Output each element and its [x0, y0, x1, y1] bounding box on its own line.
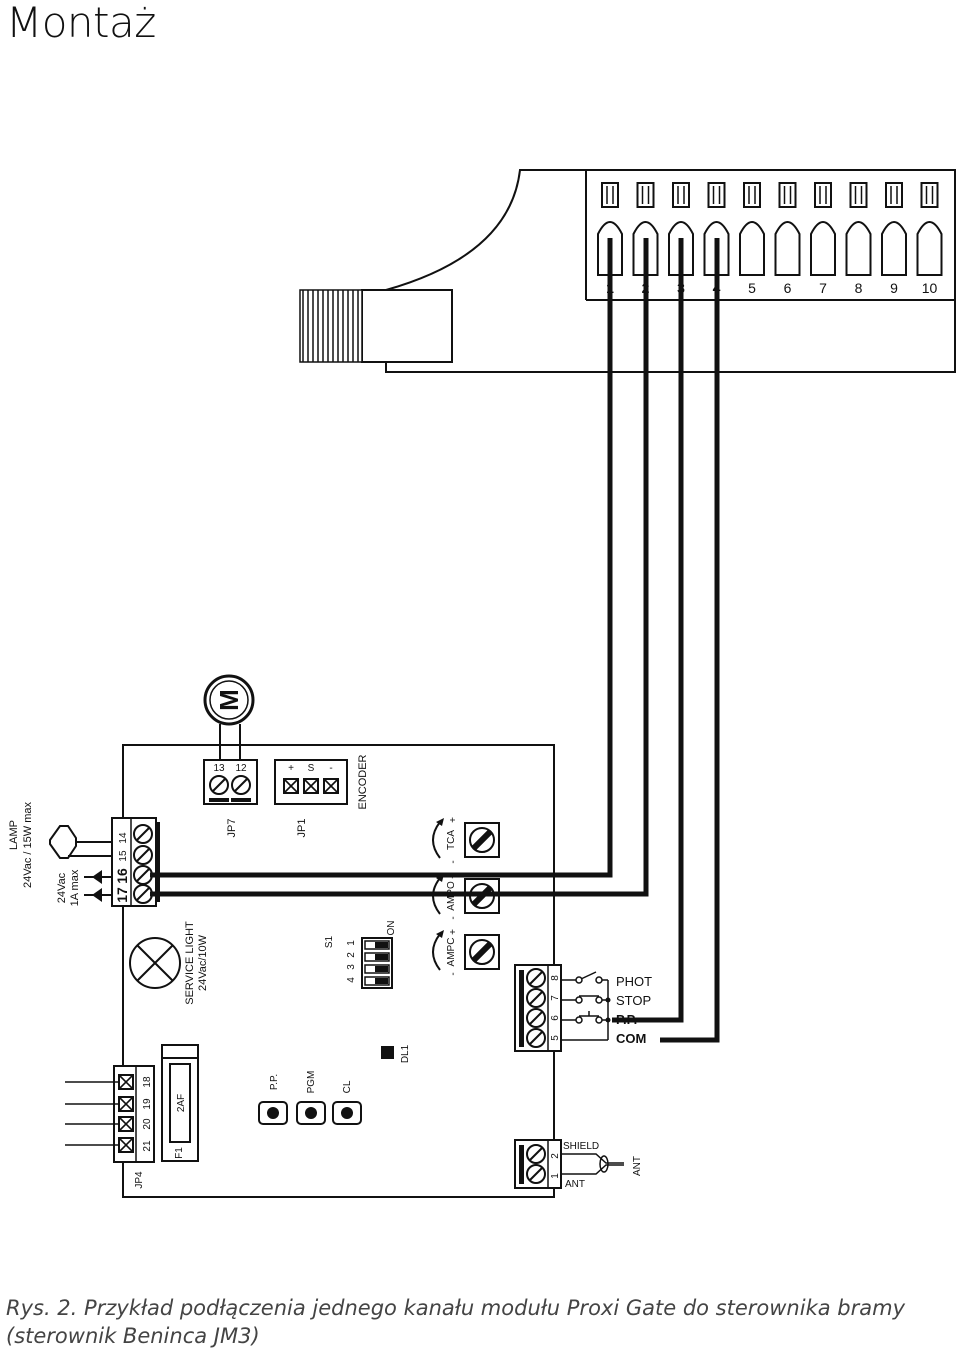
button-cl-label: CL [342, 1080, 353, 1093]
antenna-label: ANT [632, 1156, 643, 1176]
input-pin-5: 5 [550, 1035, 561, 1041]
controller-board: M 13 12 JP7 + S - JP1 ENCODER [8, 674, 652, 1198]
terminal-17: 17 [114, 887, 130, 903]
fuse-rating: 2AF [176, 1094, 187, 1112]
input-label-com: COM [616, 1031, 646, 1046]
ampc-label: AMPC [446, 938, 457, 967]
motor-label: M [214, 689, 244, 711]
input-pin-6: 6 [550, 1015, 561, 1021]
button-cl[interactable]: CL [332, 1080, 362, 1125]
terminal-block-17-14: 17 16 15 14 [111, 817, 160, 907]
led-dl1: DL1 [381, 1044, 411, 1063]
wire-2-to-17 [150, 238, 649, 897]
ampc-minus: - [448, 972, 459, 975]
figure-caption: Rys. 2. Przykład podłączenia jednego kan… [6, 1294, 956, 1350]
trimmer-tca[interactable]: TCA + - [432, 817, 499, 864]
input-contacts [561, 971, 609, 1041]
module-terminal-label: 10 [922, 280, 938, 296]
antenna-pin-2: 2 [550, 1153, 561, 1159]
module-terminal-label: 8 [855, 280, 863, 296]
trimmer-ampc[interactable]: AMPC + - [432, 929, 499, 976]
service-light-label: SERVICE LIGHT [184, 921, 196, 1005]
dip-num-2: 2 [346, 952, 357, 958]
tca-label: TCA [446, 830, 457, 850]
module-terminal-7: 7 [810, 182, 836, 296]
input-pin-7: 7 [550, 995, 561, 1001]
module-terminal-8: 8 [845, 182, 872, 296]
module-terminal-label: 6 [784, 280, 792, 296]
jp7-pin-13: 13 [213, 763, 225, 774]
jp7-label: JP7 [226, 819, 238, 838]
button-pgm[interactable]: PGM [296, 1071, 326, 1125]
dip-name: S1 [324, 935, 335, 948]
button-pp[interactable]: P.P. [258, 1074, 288, 1125]
antenna-terminal: 2 1 SHIELD ANT ANT [514, 1139, 643, 1190]
caption-line-1: Rys. 2. Przykład podłączenia jednego kan… [6, 1296, 905, 1320]
wire-4-to-com [660, 238, 720, 1043]
jp4-connector: 18 19 20 21 JP4 [65, 1065, 155, 1189]
jp4-pin-19: 19 [142, 1098, 153, 1110]
lamp-spec: 24Vac / 15W max [22, 802, 34, 888]
input-contact-dots [605, 997, 611, 1023]
jp1-pin-s: S [308, 763, 315, 774]
lamp-label: LAMP [8, 820, 20, 850]
jp4-pin-21: 21 [142, 1140, 153, 1152]
power-output-current: 1A max [69, 869, 81, 906]
page-title: Montaż [6, 0, 156, 47]
tca-minus: - [448, 860, 459, 863]
jp7-connector: 13 12 JP7 [203, 759, 258, 838]
jp4-pin-20: 20 [142, 1118, 153, 1130]
dip-num-3: 3 [346, 964, 357, 970]
jp1-pin-minus: - [329, 763, 332, 774]
terminal-16: 16 [114, 868, 130, 884]
dip-switch-s1[interactable]: S1 ON 4 3 2 1 [324, 921, 397, 989]
fuse-label: F1 [174, 1147, 185, 1159]
service-light-icon: SERVICE LIGHT 24Vac/10W [129, 921, 209, 1005]
jp1-encoder-connector: + S - JP1 ENCODER [274, 754, 369, 838]
module-terminal-6: 6 [774, 182, 801, 296]
jp4-pin-18: 18 [142, 1076, 153, 1088]
dip-num-1: 1 [346, 940, 357, 946]
input-pin-8: 8 [550, 975, 561, 981]
antenna-pin-1: 1 [550, 1173, 561, 1179]
jp1-pin-plus: + [288, 763, 294, 774]
module-terminal-label: 9 [890, 280, 898, 296]
module-terminal-label: 7 [819, 280, 827, 296]
module-terminal-5: 5 [739, 182, 765, 296]
dip-on-label: ON [386, 921, 397, 936]
input-label-phot: PHOT [616, 974, 652, 989]
module-terminal-label: 5 [748, 280, 756, 296]
lamp-icon: LAMP 24Vac / 15W max [8, 802, 135, 888]
jp7-pin-12: 12 [235, 763, 247, 774]
ampc-plus: + [448, 929, 459, 935]
terminal-15: 15 [118, 850, 129, 862]
button-pgm-label: PGM [306, 1071, 317, 1094]
terminal-14: 14 [118, 832, 129, 844]
power-output-voltage: 24Vac [56, 872, 68, 903]
jp4-label: JP4 [134, 1171, 145, 1189]
jp1-label: JP1 [296, 819, 308, 838]
antenna-ant-label: ANT [565, 1179, 585, 1190]
caption-line-2: (sterownik Beninca JM3) [6, 1324, 260, 1348]
input-terminal-block: 8 7 6 5 [514, 964, 562, 1052]
module-terminal-10: 10 [916, 182, 943, 296]
motor-icon: M [203, 674, 255, 760]
antenna-shield-label: SHIELD [563, 1141, 599, 1152]
ampo-minus: - [448, 916, 459, 919]
tca-plus: + [448, 817, 459, 823]
wire-1-to-16 [150, 238, 613, 878]
dip-num-4: 4 [346, 977, 357, 983]
power-output: 24Vac 1A max [56, 869, 135, 906]
dl1-label: DL1 [400, 1044, 411, 1063]
service-light-spec: 24Vac/10W [197, 934, 209, 991]
wire-3-to-pp [612, 238, 684, 1023]
button-pp-label: P.P. [269, 1074, 280, 1090]
input-label-stop: STOP [616, 993, 651, 1008]
module-terminal-9: 9 [881, 182, 907, 296]
fuse-f1: 2AF F1 [161, 1044, 199, 1162]
encoder-label: ENCODER [357, 754, 369, 809]
wires [150, 238, 720, 1043]
